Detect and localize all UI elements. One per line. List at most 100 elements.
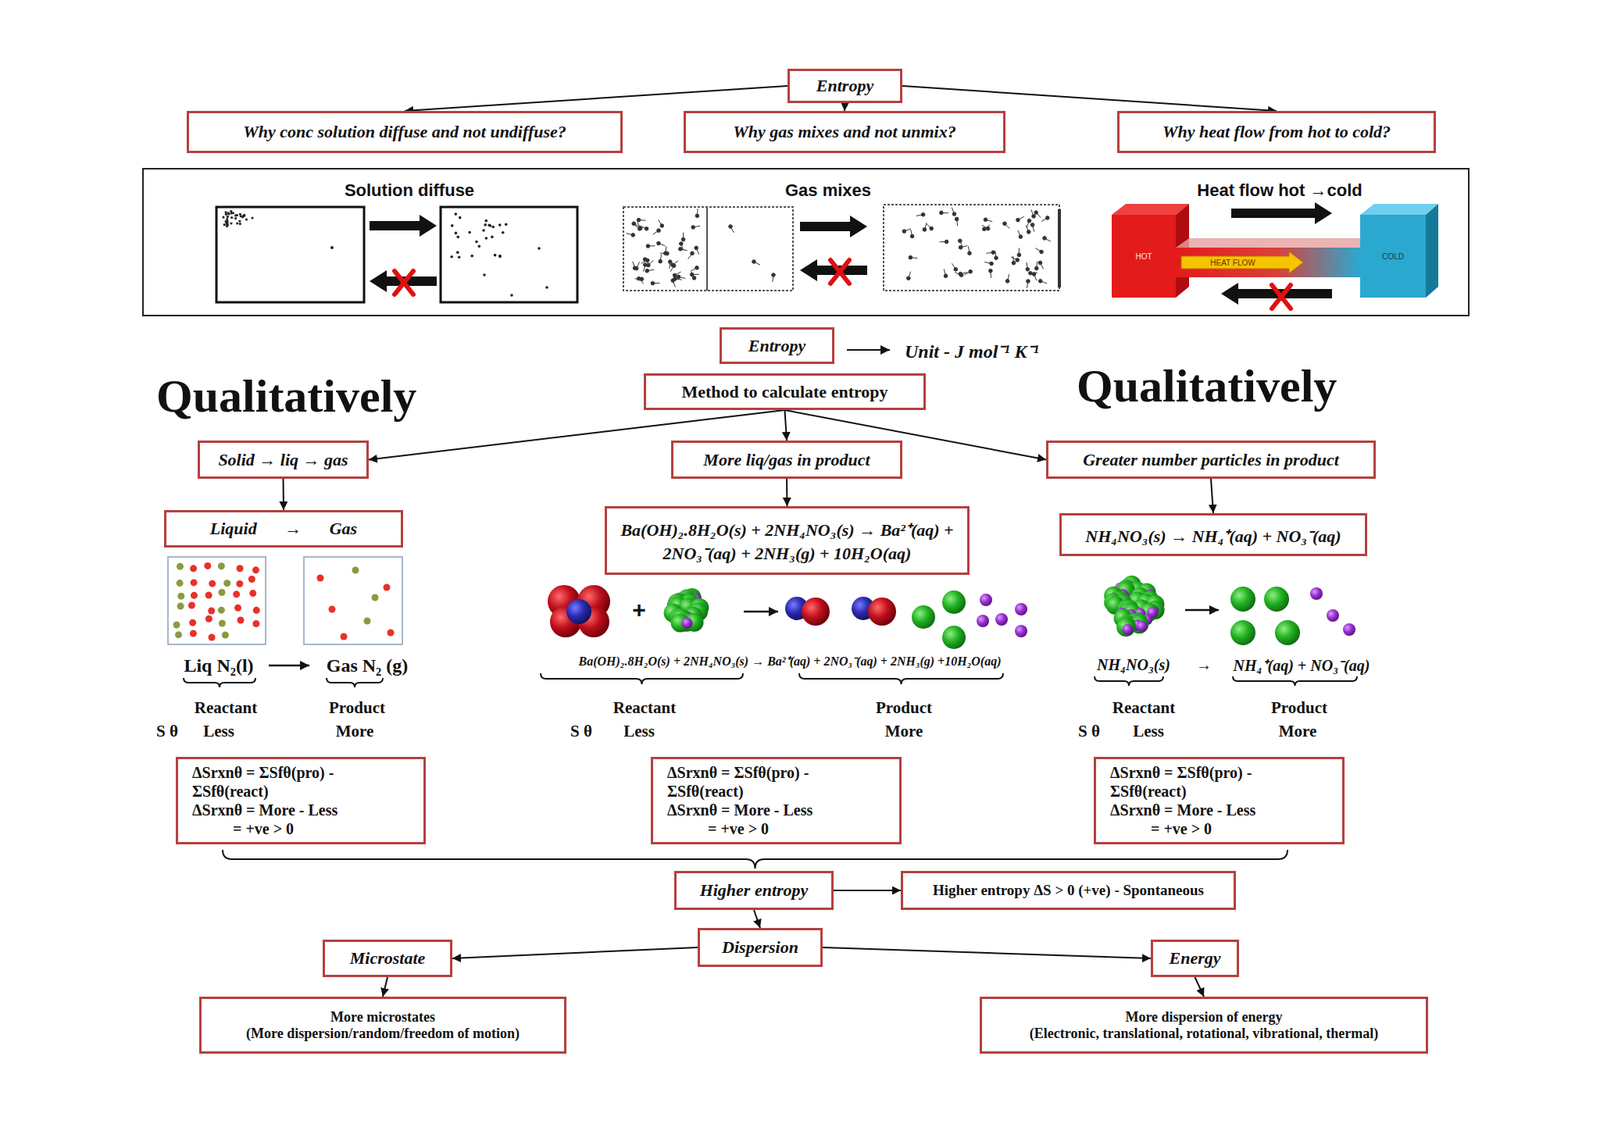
- gas-molecule: [679, 242, 684, 247]
- illustration-line: [706, 207, 708, 291]
- process-box: Liquid → Gas: [164, 510, 404, 548]
- flow-arrow: [1210, 478, 1214, 514]
- flow-arrow: [404, 85, 788, 111]
- gas-molecule: [907, 276, 911, 281]
- gas-molecule: [921, 212, 925, 217]
- box-text: Solid → liq → gas: [217, 450, 348, 471]
- flow-arrow: [753, 910, 761, 929]
- gas-molecule: [657, 241, 661, 246]
- particle: [223, 579, 231, 587]
- solute-dot: [229, 210, 233, 213]
- illustration-circle: [801, 597, 830, 626]
- gas-molecule: [1015, 258, 1020, 263]
- gas-molecule: [1038, 260, 1043, 265]
- section-heading: Qualitatively: [156, 369, 417, 424]
- gas-molecule: [1026, 230, 1031, 235]
- particle: [221, 631, 229, 639]
- gas-molecule: [1018, 235, 1023, 240]
- illustration-circle: [1014, 625, 1028, 638]
- gas-molecule: [1030, 223, 1035, 228]
- solute-dot: [235, 214, 239, 217]
- particle: [253, 607, 261, 615]
- process-box: Ba(OH)₂.8H₂O(s) + 2NH₄NO₃(s) → Ba²⁺(aq) …: [604, 506, 970, 575]
- process-arrow: [1231, 202, 1333, 225]
- solute-dot: [234, 217, 237, 220]
- gas-molecule: [968, 269, 973, 274]
- flow-arrow: [785, 410, 788, 441]
- annotation-text: Reactant: [613, 698, 676, 718]
- gas-molecule: [752, 260, 757, 265]
- illustration-g: [626, 207, 1051, 289]
- gas-molecule: [989, 268, 993, 273]
- solute-dot: [498, 255, 502, 259]
- particle: [208, 633, 216, 641]
- box-text: Why heat flow from hot to cold?: [1162, 121, 1391, 143]
- gas-molecule: [1045, 216, 1050, 221]
- gas-molecule: [678, 247, 683, 252]
- gas-molecule: [691, 225, 696, 230]
- gas-molecule: [657, 228, 661, 233]
- section-heading: Qualitatively: [1076, 359, 1337, 414]
- particle: [252, 620, 260, 628]
- curly-brace: [1232, 676, 1358, 686]
- box-text: More dispersion of energy: [1125, 1009, 1283, 1026]
- gas-molecule: [1039, 250, 1044, 254]
- solute-dot: [491, 225, 495, 229]
- annotation-text: S θ: [156, 721, 179, 742]
- gas-molecule: [645, 258, 650, 263]
- illustration-rect: [1360, 214, 1426, 298]
- gas-molecule: [771, 273, 776, 278]
- gas-molecule: [694, 246, 699, 250]
- box-text: NH₄NO₃(s) → NH₄⁺(aq) + NO₃⁻(aq): [1085, 523, 1341, 547]
- illustration-panel: Solution diffuseGas mixesHeat flow hot →…: [142, 167, 1470, 317]
- curly-brace: [540, 673, 743, 685]
- gas-molecule: [958, 239, 963, 243]
- illustration-g: [1103, 575, 1165, 637]
- illustration-line: [268, 664, 310, 668]
- particle: [237, 616, 245, 624]
- solute-dot: [227, 212, 230, 215]
- annotation-text: Unit - J mol⁻¹ K⁻¹: [904, 337, 1040, 364]
- flow-arrow: [785, 478, 789, 507]
- annotation-text: +: [632, 596, 647, 624]
- particle: [189, 564, 197, 572]
- gas-molecule: [671, 263, 675, 268]
- annotation-text: S θ: [570, 721, 593, 742]
- gas-molecule: [692, 276, 697, 281]
- annotation-text: →: [1196, 656, 1212, 675]
- flow-arrow: [822, 947, 1151, 959]
- gas-molecule: [1026, 279, 1031, 284]
- illustration-line: [743, 610, 779, 614]
- annotation-text: More: [335, 721, 375, 742]
- particle: [249, 589, 257, 597]
- illustration-rect: [1111, 214, 1176, 298]
- particle: [387, 629, 395, 637]
- gas-molecule: [1038, 279, 1043, 284]
- process-box: Why gas mixes and not unmix?: [683, 110, 1006, 154]
- solute-dot: [230, 216, 233, 219]
- particle: [340, 633, 348, 641]
- illustration-circle: [1342, 623, 1356, 636]
- box-text: = +ve > 0: [1110, 819, 1212, 839]
- gas-molecule: [989, 261, 994, 266]
- ion-sphere: [1121, 624, 1133, 636]
- solute-dot: [235, 221, 239, 225]
- annotation-text: Ba(OH)₂.8H₂O(s) + 2NH₄NO₃(s) → Ba²⁺(aq) …: [578, 652, 1002, 670]
- gas-molecule: [1032, 214, 1036, 219]
- gas-molecule: [953, 267, 958, 272]
- illustration-circle: [867, 597, 897, 626]
- solute-dot: [225, 217, 229, 221]
- solute-dot: [510, 293, 514, 297]
- particle: [208, 580, 216, 588]
- illustration-circle: [1326, 609, 1340, 622]
- box-text: ΔSrxnθ = More - Less: [1110, 800, 1256, 820]
- box-text: Ba(OH)₂.8H₂O(s) + 2NH₄NO₃(s) → Ba²⁺(aq) …: [617, 517, 957, 565]
- particle: [252, 566, 260, 574]
- annotation-text: More: [1278, 721, 1318, 742]
- annotation-text: Less: [203, 721, 235, 742]
- gas-molecule: [646, 244, 650, 249]
- gas-molecule: [985, 226, 990, 231]
- solute-dot: [250, 216, 254, 219]
- particle: [177, 603, 185, 611]
- particle: [371, 594, 379, 602]
